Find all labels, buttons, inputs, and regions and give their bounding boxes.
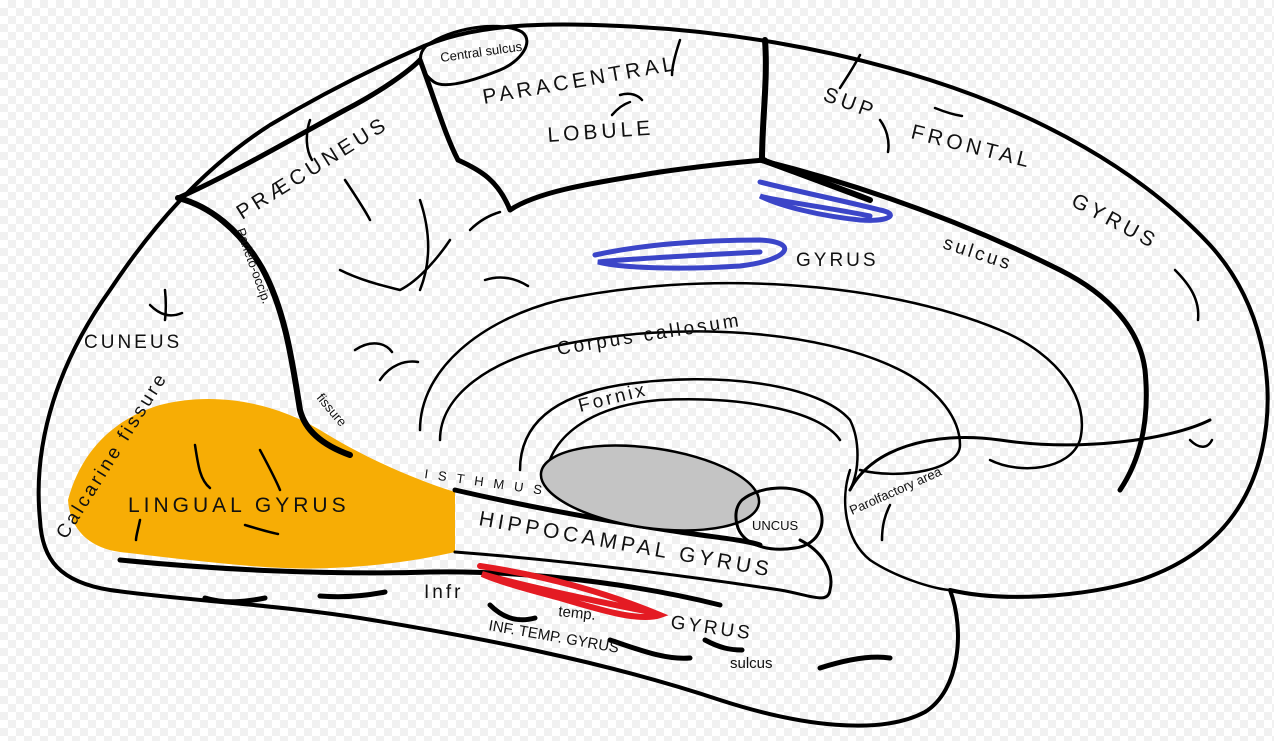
label-gyrus-inf: GYRUS	[669, 612, 754, 644]
label-paracentral: PARACENTRAL	[481, 52, 680, 109]
paracentral-boundary	[455, 157, 768, 213]
callosal-sulcus	[418, 281, 1084, 470]
minor-sulci	[134, 38, 1214, 542]
thalamus-region	[539, 444, 761, 532]
label-frontal: FRONTAL	[909, 121, 1035, 173]
label-corpus-callosum: Corpus callosum	[555, 310, 742, 360]
parieto-occipital-fissure	[175, 195, 353, 458]
label-central-sulcus-1: Central sulcus	[439, 39, 523, 65]
uncus-outline	[734, 486, 824, 551]
corpus-callosum-inner	[438, 330, 962, 476]
label-gyrus-frontal: GYRUS	[1068, 189, 1162, 254]
label-gyrus-cingulate: GYRUS	[796, 250, 879, 271]
precuneus-boundary	[175, 57, 423, 201]
central-sulcus-bubble	[418, 24, 529, 87]
label-inf-temp-gyrus: INF. TEMP. GYRUS	[487, 617, 620, 657]
label-fornix: Fornix	[576, 379, 650, 417]
cingulate-highlight-marks	[592, 179, 893, 271]
brain-outline	[36, 22, 1270, 728]
label-lingual-gyrus: LINGUAL GYRUS	[128, 494, 350, 517]
cingulate-sulcus	[757, 157, 1149, 493]
label-lobule: LOBULE	[547, 117, 655, 147]
label-sulcus-inf: sulcus	[730, 655, 773, 672]
label-sulcus: sulcus	[940, 233, 1015, 275]
label-temp: temp.	[558, 603, 597, 624]
fornix-inner	[543, 398, 842, 482]
label-cuneus: CUNEUS	[84, 332, 182, 353]
label-fissure-po: fissure	[314, 390, 350, 429]
parolfactory-sulcus	[844, 468, 952, 592]
collateral-sulcus	[117, 557, 723, 608]
inferior-temporal-highlight-mark	[477, 563, 669, 621]
label-sup: SUP	[820, 83, 880, 123]
fornix-arc	[518, 377, 859, 492]
bottom-sulci	[202, 589, 893, 671]
label-uncus: UNCUS	[752, 518, 799, 533]
label-parieto-occip: Parieto-occip.	[233, 226, 274, 306]
label-infr: Infr	[424, 582, 463, 603]
hippocampal-lower	[453, 538, 833, 600]
frontal-lower-boundary	[848, 418, 1212, 492]
lingual-gyrus-region	[68, 398, 455, 569]
